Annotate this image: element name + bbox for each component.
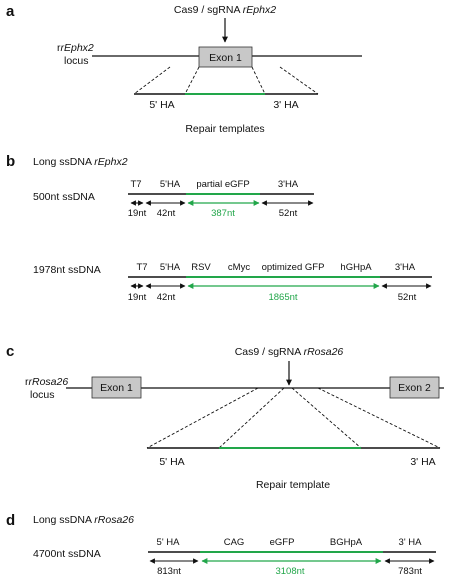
panel-c-exon1-label: Exon 1 (100, 382, 133, 394)
panel-b-row2-name: 1978nt ssDNA (33, 264, 101, 276)
panel-d-seg-bghpa: BGHpA (330, 537, 363, 548)
panel-d-seg-egfp: eGFP (270, 537, 295, 548)
panel-c-exon2-label: Exon 2 (398, 382, 431, 394)
panel-d-seg-5ha: 5' HA (157, 537, 181, 548)
panel-b-row2-seg-cmyc: cMyc (228, 262, 250, 273)
panel-a-letter: a (6, 3, 15, 20)
panel-c-exon1 (91, 376, 142, 399)
panel-b-row1-len-52nt: 52nt (279, 208, 298, 219)
panel-b-row2-seg-3ha: 3'HA (395, 262, 416, 273)
panel-a-3ha-label: 3' HA (273, 99, 298, 111)
panel-c-cas9-label: Cas9 / sgRNA rRosa26 (235, 346, 344, 358)
panel-d-len-3108nt: 3108nt (275, 566, 304, 577)
panel-a-exon1-label: Exon 1 (209, 52, 242, 64)
panel-b-row2-len-19nt: 19nt (128, 292, 147, 303)
panel-d-name: 4700nt ssDNA (33, 548, 101, 560)
panel-d-letter: d (6, 512, 15, 529)
panel-d-seg-cag: CAG (224, 537, 245, 548)
panel-b-row1-seg-5ha: 5'HA (160, 179, 181, 190)
panel-b-row2-seg-5ha: 5'HA (160, 262, 181, 273)
panel-b-row1-seg-3ha: 3'HA (278, 179, 299, 190)
panel-b-row2-len-1865nt: 1865nt (268, 292, 297, 303)
panel-b-row1-len-19nt: 19nt (128, 208, 147, 219)
panel-b-row2-seg-hghpa: hGHpA (340, 262, 372, 273)
panel-b-letter: b (6, 153, 15, 170)
panel-b-row2-len-52nt: 52nt (398, 292, 417, 303)
panel-b-row1-seg-egfp: partial eGFP (196, 179, 249, 190)
panel-b-row1-len-387nt: 387nt (211, 208, 235, 219)
panel-c-locus-label: rrRosa26 (25, 376, 68, 388)
panel-c-exon2 (389, 376, 440, 399)
panel-a-crossover-lines (133, 66, 319, 95)
panel-c-crossover-lines (146, 387, 441, 449)
panel-b-row1-seg-t7: T7 (130, 179, 141, 190)
panel-c-5ha-label: 5' HA (159, 456, 184, 468)
panel-b-row2-seg-gfp: optimized GFP (262, 262, 325, 273)
panel-a-exon1 (198, 46, 253, 68)
panel-a-caption: Repair templates (185, 123, 264, 135)
panel-b-row2-seg-rsv: RSV (191, 262, 211, 273)
panel-b-row1-name: 500nt ssDNA (33, 191, 95, 203)
panel-a-locus-word: locus (64, 55, 89, 67)
panel-c-letter: c (6, 343, 14, 360)
panel-b-row1-len-42nt: 42nt (157, 208, 176, 219)
panel-d-len-813nt: 813nt (157, 566, 181, 577)
panel-d-title: Long ssDNA rRosa26 (33, 514, 134, 526)
panel-c-3ha-label: 3' HA (410, 456, 435, 468)
panel-d-seg-3ha: 3' HA (399, 537, 423, 548)
panel-c-caption: Repair template (256, 479, 330, 491)
panel-b-title: Long ssDNA rEphx2 (33, 156, 128, 168)
panel-b-row2-seg-t7: T7 (136, 262, 147, 273)
panel-a-5ha-label: 5' HA (149, 99, 174, 111)
panel-d-len-783nt: 783nt (398, 566, 422, 577)
panel-c-locus-word: locus (30, 389, 55, 401)
panel-a-locus-label: rrEphx2 (57, 42, 94, 54)
panel-a-cas9-label: Cas9 / sgRNA rEphx2 (174, 4, 276, 16)
panel-b-row2-len-42nt: 42nt (157, 292, 176, 303)
